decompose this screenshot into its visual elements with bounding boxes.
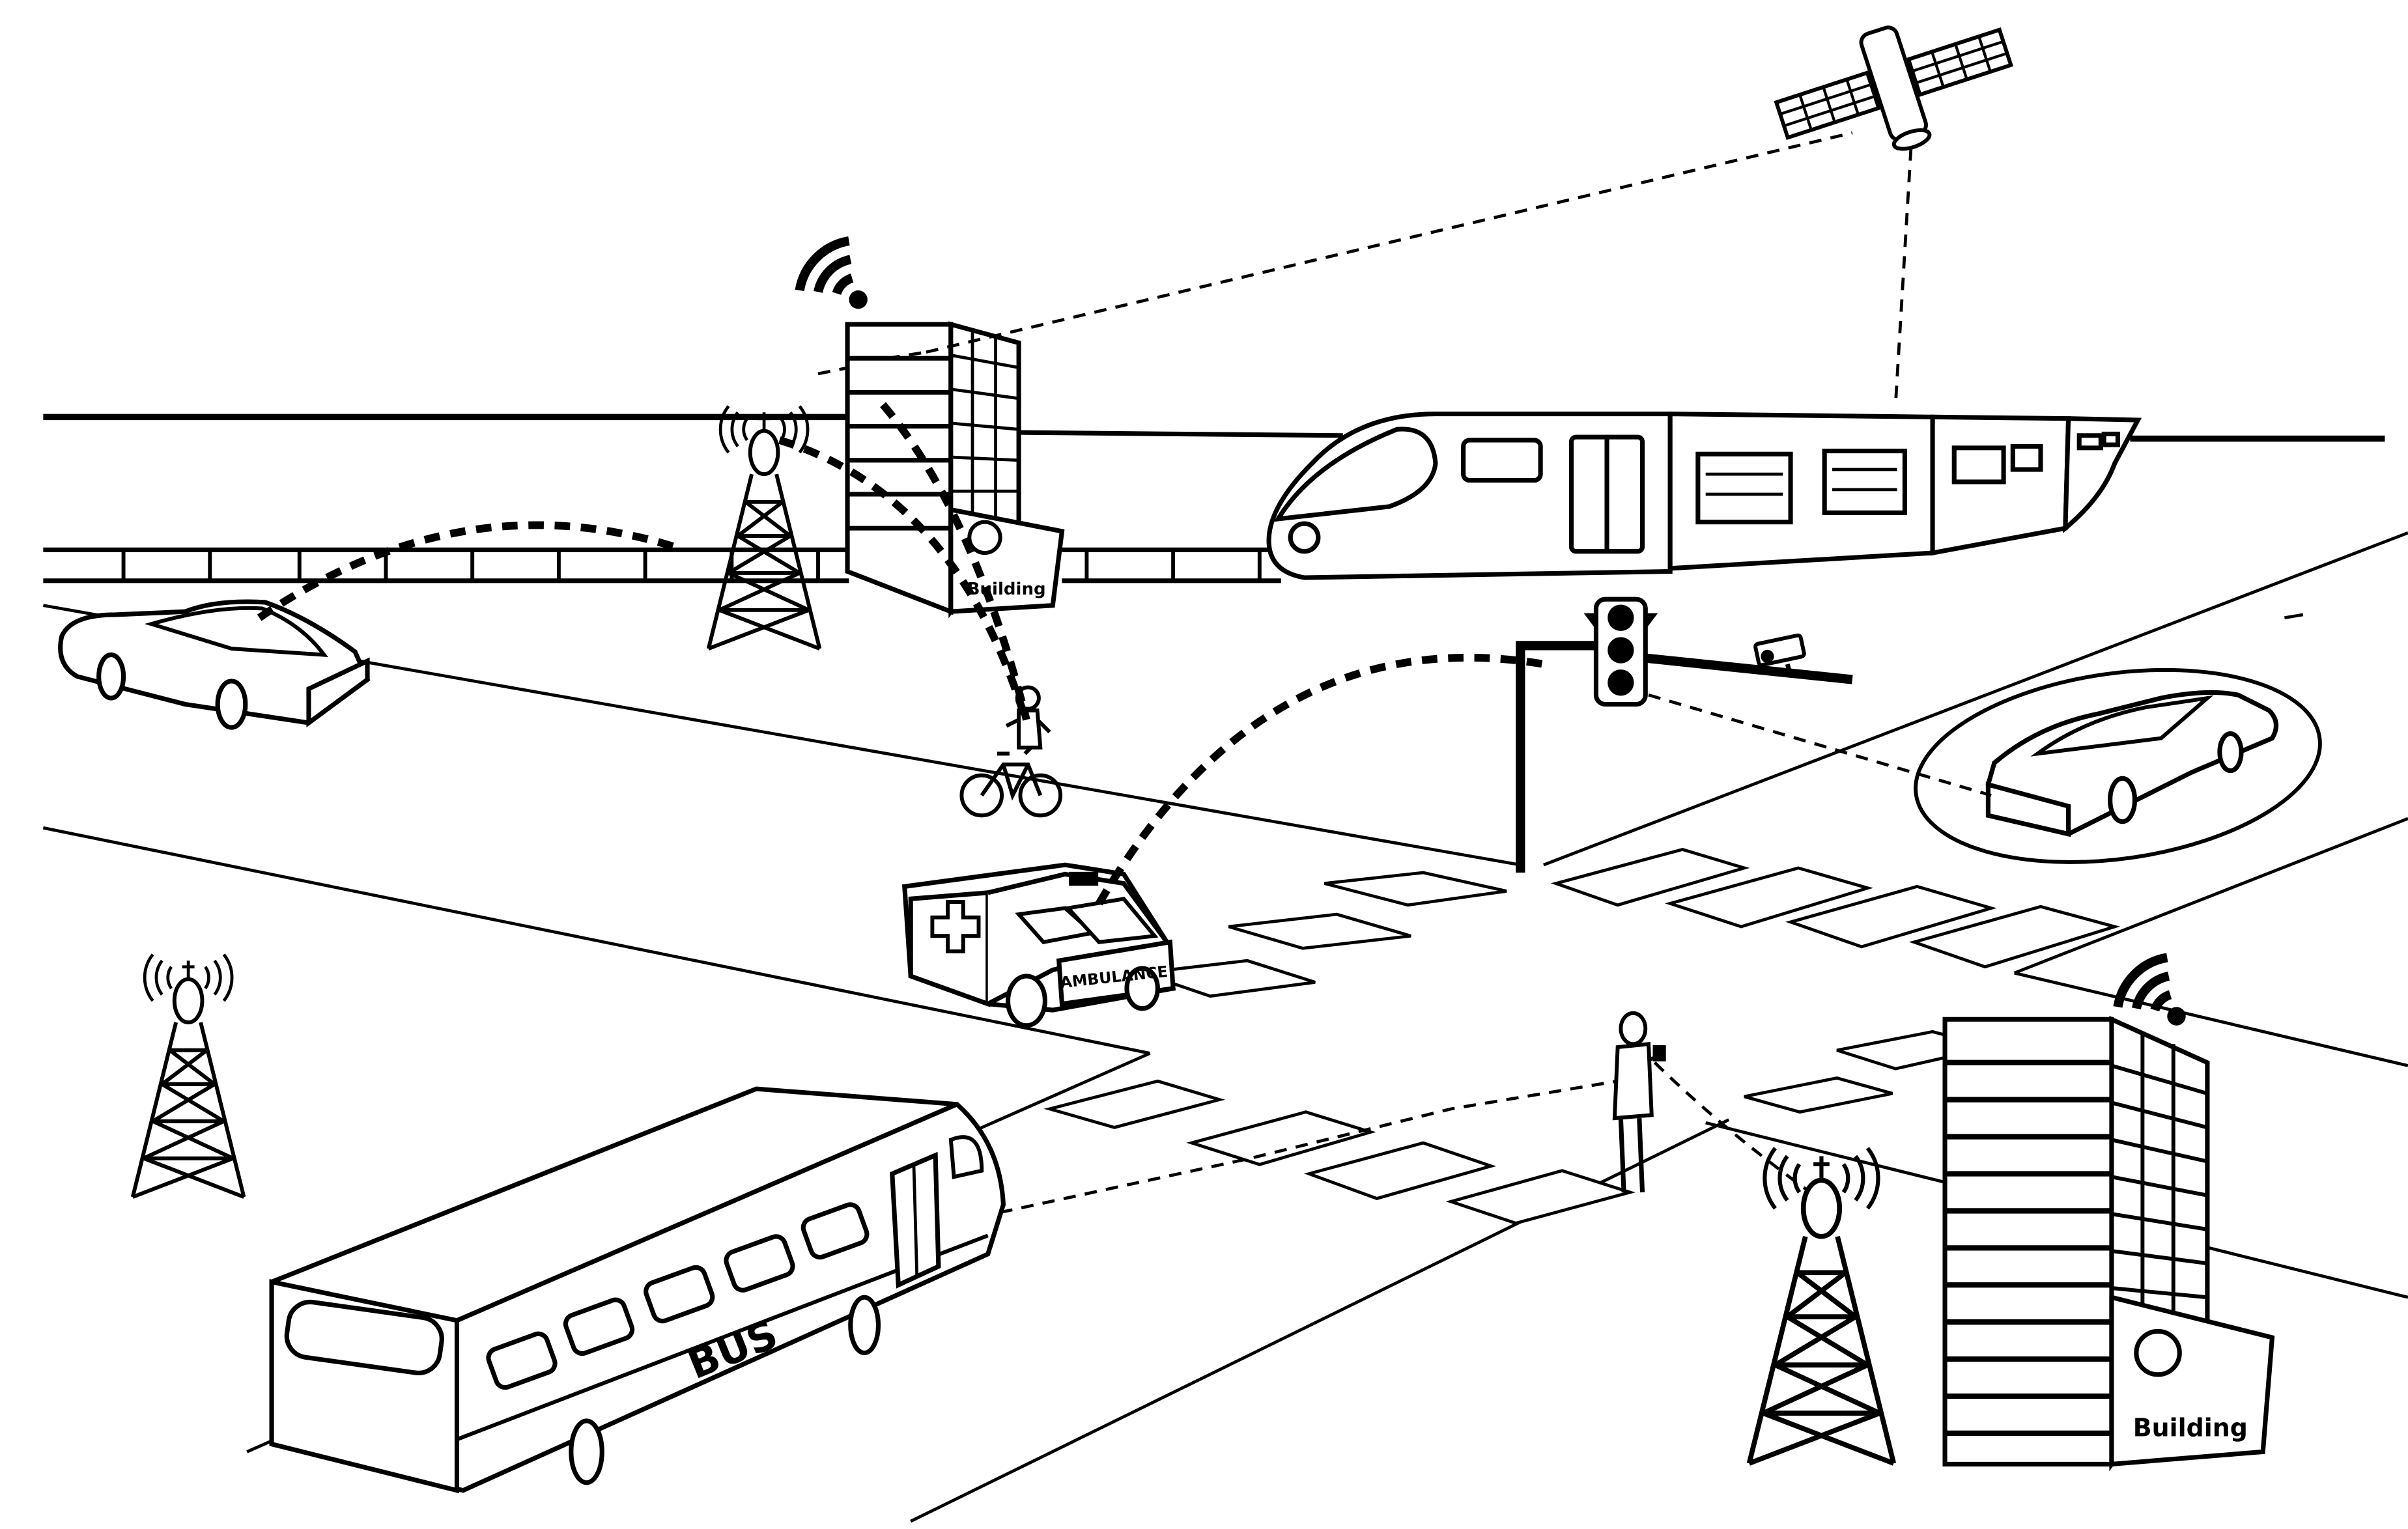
bus-icon: BUS bbox=[269, 1086, 1006, 1494]
cell-tower-icon bbox=[709, 406, 820, 649]
building-icon: Building bbox=[1942, 1015, 2275, 1472]
car-highlight-ring bbox=[1914, 667, 2322, 864]
railway-track bbox=[43, 414, 2385, 583]
crosswalk-stripes bbox=[1043, 847, 2121, 1225]
train-icon bbox=[1266, 412, 2142, 580]
satellite-icon bbox=[1774, 25, 2014, 151]
wifi-icon bbox=[2118, 957, 2185, 1025]
building-bottom-label: Building bbox=[2133, 1414, 2248, 1442]
pedestrian-icon bbox=[1612, 1011, 1666, 1193]
ambulance-icon: AMBULANCE bbox=[901, 862, 1176, 1028]
car-icon bbox=[1985, 690, 2279, 837]
camera-icon bbox=[1753, 633, 1806, 677]
car-icon bbox=[58, 599, 371, 730]
traffic-light-icon bbox=[1516, 596, 1853, 873]
connection-links-thin bbox=[817, 131, 1992, 1214]
connection-links-thick bbox=[257, 402, 1544, 906]
cell-tower-icon bbox=[133, 955, 244, 1197]
building-top-label: Building bbox=[967, 580, 1046, 599]
cell-tower-icon bbox=[1749, 1148, 1894, 1463]
bicycle-icon bbox=[959, 743, 1063, 818]
wifi-icon bbox=[800, 241, 868, 309]
